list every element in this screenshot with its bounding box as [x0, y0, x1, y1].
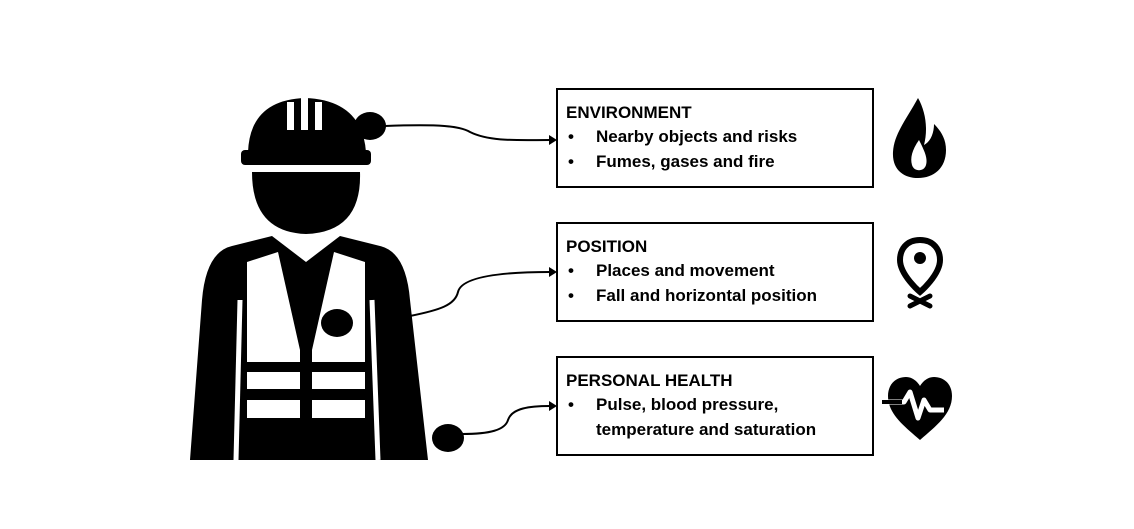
- arrowhead-health: [549, 401, 557, 411]
- position-box: POSITION • Places and movement • Fall and …: [556, 222, 874, 322]
- connectors: [384, 124, 551, 435]
- fire-icon: [892, 98, 946, 178]
- personal-health-box: PERSONAL HEALTH • Pulse, blood pressure, …: [556, 356, 874, 456]
- bullet: •: [568, 261, 574, 280]
- environment-box: ENVIRONMENT • Nearby objects and risks • F…: [556, 88, 874, 188]
- construction-worker-icon: [190, 98, 428, 461]
- box-title: PERSONAL HEALTH: [566, 371, 733, 390]
- connector-environment: [384, 124, 551, 142]
- item-list: • Places and movement • Fall and horizonta…: [566, 258, 864, 308]
- bullet: •: [568, 395, 574, 414]
- list-item: • Fumes, gases and fire: [566, 149, 864, 174]
- bullet: •: [568, 127, 574, 146]
- bullet: •: [568, 152, 574, 171]
- list-item-text: Fumes, gases and fire: [596, 152, 775, 171]
- list-item: • Fall and horizontal position: [566, 283, 864, 308]
- connector-arrowheads: [549, 135, 557, 411]
- arrowhead-position: [549, 267, 557, 277]
- list-item: • Nearby objects and risks: [566, 124, 864, 149]
- list-item: • Places and movement: [566, 258, 864, 283]
- connector-health: [461, 405, 551, 435]
- item-list: • Pulse, blood pressure, temperature and …: [566, 392, 864, 442]
- connector-position: [409, 271, 551, 317]
- wrist-sensor-dot: [432, 424, 464, 452]
- list-item: • Pulse, blood pressure,: [566, 392, 864, 417]
- location-pin-icon: [896, 236, 944, 309]
- list-item-text: temperature and saturation: [596, 420, 817, 439]
- box-title: POSITION: [566, 237, 648, 256]
- arrowhead-environment: [549, 135, 557, 145]
- list-item-text: Pulse, blood pressure,: [596, 395, 779, 414]
- box-title: ENVIRONMENT: [566, 103, 692, 122]
- heart-pulse-icon: [882, 377, 952, 440]
- list-item-text: Places and movement: [596, 261, 775, 280]
- chest-sensor-dot: [321, 309, 353, 337]
- item-list: • Nearby objects and risks • Fumes, gases …: [566, 124, 864, 174]
- list-item-text: Nearby objects and risks: [596, 127, 798, 146]
- list-item-text: Fall and horizontal position: [596, 286, 817, 305]
- helmet-sensor-dot: [354, 112, 386, 140]
- list-item: temperature and saturation: [566, 417, 864, 442]
- bullet: •: [568, 286, 574, 305]
